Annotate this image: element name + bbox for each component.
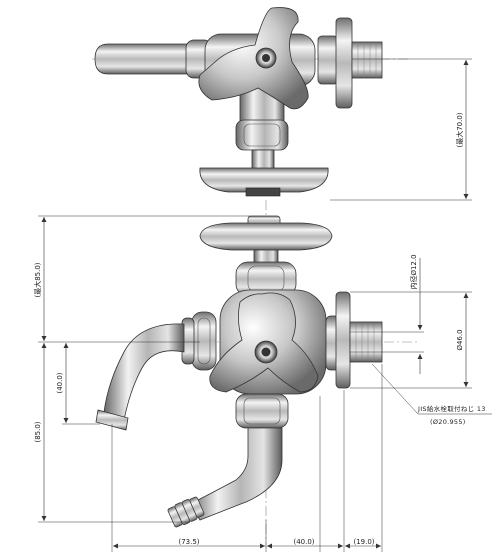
callout-thread-line2: (Ø20.955): [430, 418, 466, 426]
dim-spout-height-40: (40.0): [56, 372, 64, 393]
dim-horiz-40: (40.0): [293, 538, 314, 546]
front-threaded-pipe: [349, 321, 383, 363]
front-hose: [189, 427, 283, 521]
top-handle-arms: [198, 7, 309, 110]
top-view: (最大70.0): [92, 7, 472, 201]
dim-outer-dia-46: Ø46.0: [456, 329, 464, 350]
top-threaded-pipe: [351, 41, 383, 79]
front-top-handle: [199, 222, 333, 251]
front-spout: [103, 323, 185, 421]
front-left-nut: [191, 311, 217, 371]
front-flange: [335, 291, 351, 389]
dim-horiz-19: (19.0): [353, 538, 374, 546]
top-flange: [335, 17, 353, 109]
dim-max-height-85: (最大85.0): [33, 262, 42, 297]
front-spout-tip: [95, 409, 129, 431]
dim-inner-dia-12: 内径Ø12.0: [409, 254, 418, 289]
callout-thread-line1: JIS給水栓取付ねじ 13: [417, 404, 486, 413]
dim-horiz-73-5: (73.5): [178, 538, 199, 546]
top-lower-handle: [199, 167, 329, 193]
dim-total-height-85: (85.0): [34, 421, 42, 442]
top-outlet-nut: [317, 35, 339, 85]
top-spout-tube: [94, 43, 211, 75]
front-hose-barb: [167, 496, 205, 528]
dim-top-max-height: (最大70.0): [455, 112, 464, 147]
front-view: (最大85.0) (40.0) (85.0) 内径Ø12.0 Ø46.0 JIS…: [33, 200, 492, 552]
